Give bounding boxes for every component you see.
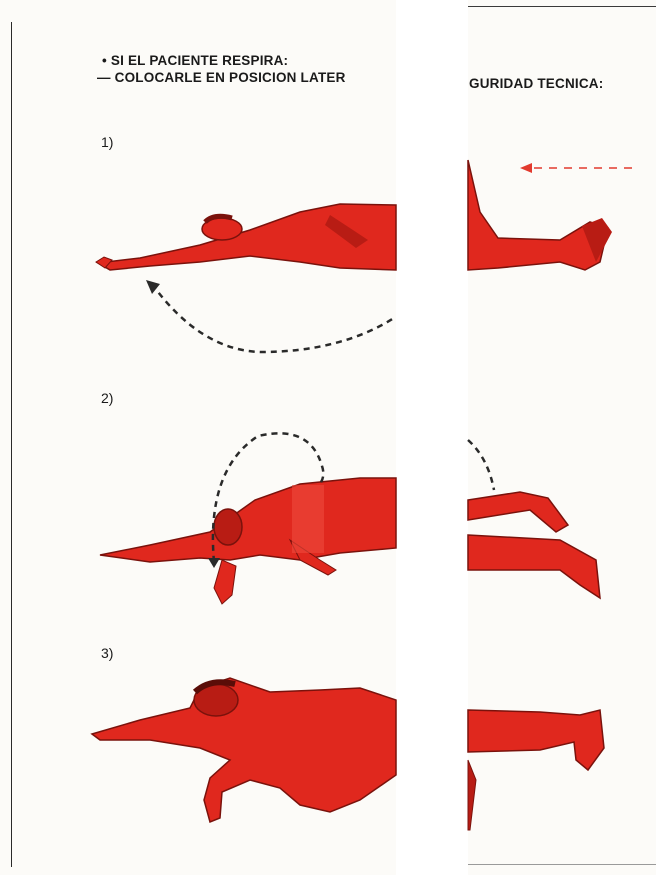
step-3-figure-right <box>468 710 604 830</box>
step-3-figure-left <box>92 678 396 822</box>
